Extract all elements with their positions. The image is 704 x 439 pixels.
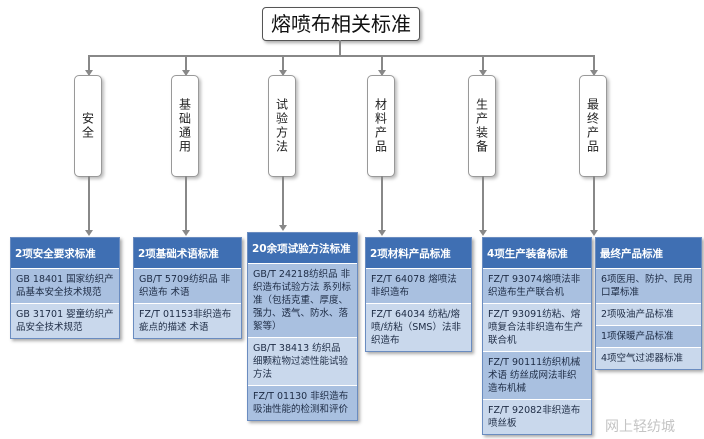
category-box: 生产装备 — [468, 75, 496, 177]
connector — [381, 55, 383, 75]
connector — [482, 55, 484, 75]
standard-item: FZ/T 64078 熔喷法非织造布 — [366, 268, 471, 303]
group-header: 4项生产装备标准 — [483, 238, 591, 268]
connector — [339, 40, 341, 55]
standard-item: FZ/T 90111纺织机械术语 纺丝成网法非织造布机械 — [483, 351, 591, 399]
group-header: 2项材料产品标准 — [366, 238, 471, 268]
standard-item: FZ/T 92082非织造布喷丝板 — [483, 399, 591, 434]
category-box: 材料产品 — [367, 75, 395, 177]
connector — [88, 176, 90, 230]
connector — [185, 55, 187, 75]
arrow-icon — [479, 230, 487, 236]
watermark: 网上轻纺城 — [605, 419, 675, 435]
connector — [185, 176, 187, 230]
group-header: 2项安全要求标准 — [11, 238, 119, 268]
connector — [482, 176, 484, 230]
standard-item: GB 31701 婴童纺织产品安全技术规范 — [11, 303, 119, 338]
category-box: 基础通用 — [171, 75, 199, 177]
category-box: 最终产品 — [579, 75, 607, 177]
arrow-icon — [378, 70, 386, 76]
connector — [381, 176, 383, 230]
arrow-icon — [85, 230, 93, 236]
standard-item: 6项医用、防护、民用口罩标准 — [596, 268, 701, 303]
standard-item: GB 18401 国家纺织产品基本安全技术规范 — [11, 268, 119, 303]
arrow-icon — [590, 230, 598, 236]
group-header: 最终产品标准 — [596, 238, 701, 268]
arrow-icon — [85, 70, 93, 76]
standard-item: 2项吸油产品标准 — [596, 303, 701, 325]
category-box: 安全 — [74, 75, 102, 177]
connector — [282, 176, 284, 225]
group-header: 2项基础术语标准 — [134, 238, 241, 268]
arrow-icon — [279, 70, 287, 76]
standard-item: FZ/T 93074熔喷法非织造布生产联合机 — [483, 268, 591, 303]
standard-item: GB/T 38413 纺织品 细颗粒物过滤性能试验方法 — [248, 337, 357, 385]
group-header: 20余项试验方法标准 — [248, 233, 357, 263]
connector — [282, 55, 284, 75]
standard-item: FZ/T 01130 非织造布吸油性能的检测和评价 — [248, 385, 357, 420]
standard-item: FZ/T 64034 纺粘/熔喷/纺粘（SMS）法非织造布 — [366, 303, 471, 351]
arrow-icon — [182, 70, 190, 76]
connector — [88, 55, 593, 57]
connector — [88, 55, 90, 75]
category-box: 试验方法 — [268, 75, 296, 177]
standard-item: GB/T 5709纺织品 非织造布 术语 — [134, 268, 241, 303]
arrow-icon — [279, 225, 287, 231]
arrow-icon — [182, 230, 190, 236]
arrow-icon — [590, 70, 598, 76]
standard-item: GB/T 24218纺织品 非织造布试验方法 系列标准（包括克重、厚度、强力、透… — [248, 263, 357, 337]
diagram-title: 熔喷布相关标准 — [262, 7, 420, 41]
standard-item: FZ/T 01153非织造布疵点的描述 术语 — [134, 303, 241, 338]
standard-item: FZ/T 93091纺粘、熔喷复合法非织造布生产联合机 — [483, 303, 591, 351]
arrow-icon — [479, 70, 487, 76]
standard-item: 1项保暖产品标准 — [596, 325, 701, 347]
connector — [593, 176, 595, 230]
arrow-icon — [378, 230, 386, 236]
standard-item: 4项空气过滤器标准 — [596, 347, 701, 369]
connector — [593, 55, 595, 75]
